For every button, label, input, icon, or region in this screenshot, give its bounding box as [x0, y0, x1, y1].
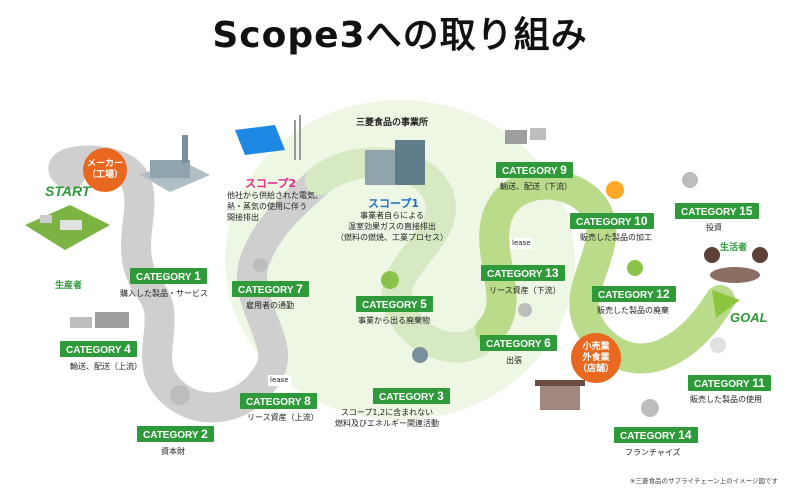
category-1-desc: 購入した製品・サービス — [120, 289, 208, 298]
scope2-desc: 他社から供給された電気、 熱・蒸気の使用に伴う 間接排出 — [227, 191, 323, 222]
franchise-shop-icon — [641, 399, 659, 417]
category-3-tag: CATEGORY 3 — [373, 388, 450, 404]
truck-icon — [70, 312, 129, 328]
lease-upstream-label: lease — [268, 375, 291, 386]
category-15-desc: 投資 — [706, 223, 722, 232]
category-9-desc: 輸送、配送（下流） — [500, 182, 572, 191]
upstream-road — [48, 145, 335, 423]
waste-icon — [381, 271, 399, 289]
solar-wind-icon — [235, 115, 301, 160]
start-label: START — [45, 183, 91, 199]
scope1-desc: 事業者自らによる 温室効果ガスの直接排出 （燃料の燃焼、工業プロセス） — [336, 211, 448, 242]
office-label: 三菱食品の事業所 — [356, 118, 429, 128]
category-2-tag: CATEGORY 2 — [137, 426, 214, 442]
scope1-title: スコープ1 — [368, 197, 419, 210]
food-icon — [606, 181, 624, 199]
category-13-tag: CATEGORY 13 — [481, 265, 565, 281]
car-icon — [253, 258, 267, 272]
category-3-desc: スコープ1,2に含まれない 燃料及びエネルギー関連活動 — [335, 408, 439, 428]
drink-icon — [710, 337, 726, 353]
consumers-icon — [704, 247, 768, 283]
category-14-desc: フランチャイズ — [625, 448, 681, 457]
store-icon — [535, 380, 585, 410]
ship-icon — [412, 347, 428, 363]
category-5-desc: 事業から出る廃棄物 — [358, 316, 430, 325]
category-4-desc: 輸送、配送（上流） — [70, 362, 142, 371]
category-7-tag: CATEGORY 7 — [232, 281, 309, 297]
category-7-desc: 雇用者の通勤 — [246, 301, 294, 310]
category-14-tag: CATEGORY 14 — [614, 427, 698, 443]
category-10-tag: CATEGORY 10 — [570, 213, 654, 229]
category-8-tag: CATEGORY 8 — [240, 393, 317, 409]
category-12-desc: 販売した製品の廃棄 — [597, 306, 669, 315]
truck-down-icon — [505, 128, 546, 144]
maker-bubble: メーカー （工場） — [83, 148, 127, 192]
category-4-tag: CATEGORY 4 — [60, 341, 137, 357]
consumer-label: 生活者 — [720, 243, 748, 253]
footnote: ※三菱食品のサプライチェーン上のイメージ図です — [630, 477, 778, 485]
goal-arrow — [712, 290, 740, 318]
trash-icon — [627, 260, 643, 276]
coin-icon — [682, 172, 698, 188]
plane-icon — [518, 303, 532, 317]
lease-downstream-label: lease — [510, 238, 533, 249]
category-2-desc: 資本財 — [161, 447, 185, 456]
category-9-tag: CATEGORY 9 — [496, 162, 573, 178]
retail-bubble: 小売業 外食業 （店舗） — [571, 333, 621, 383]
category-13-desc: リース資産（下流） — [489, 286, 561, 295]
producer-label: 生産者 — [55, 281, 83, 291]
page-title: Scope3への取り組み — [212, 15, 588, 56]
goal-label: GOAL — [730, 310, 768, 325]
factory-icon — [140, 135, 210, 192]
category-10-desc: 販売した製品の加工 — [580, 233, 652, 242]
category-6-tag: CATEGORY 6 — [480, 335, 557, 351]
category-6-desc: 出張 — [506, 356, 522, 365]
farm-icon — [25, 205, 110, 250]
scope2-title: スコープ2 — [245, 177, 296, 190]
equipment-icon — [170, 385, 190, 405]
category-1-tag: CATEGORY 1 — [130, 268, 207, 284]
category-12-tag: CATEGORY 12 — [592, 286, 676, 302]
office-building-icon — [365, 140, 425, 185]
category-8-desc: リース資産（上流） — [247, 413, 319, 422]
category-5-tag: CATEGORY 5 — [356, 296, 433, 312]
category-11-tag: CATEGORY 11 — [688, 375, 771, 391]
category-15-tag: CATEGORY 15 — [675, 203, 759, 219]
category-11-desc: 販売した製品の使用 — [690, 395, 762, 404]
